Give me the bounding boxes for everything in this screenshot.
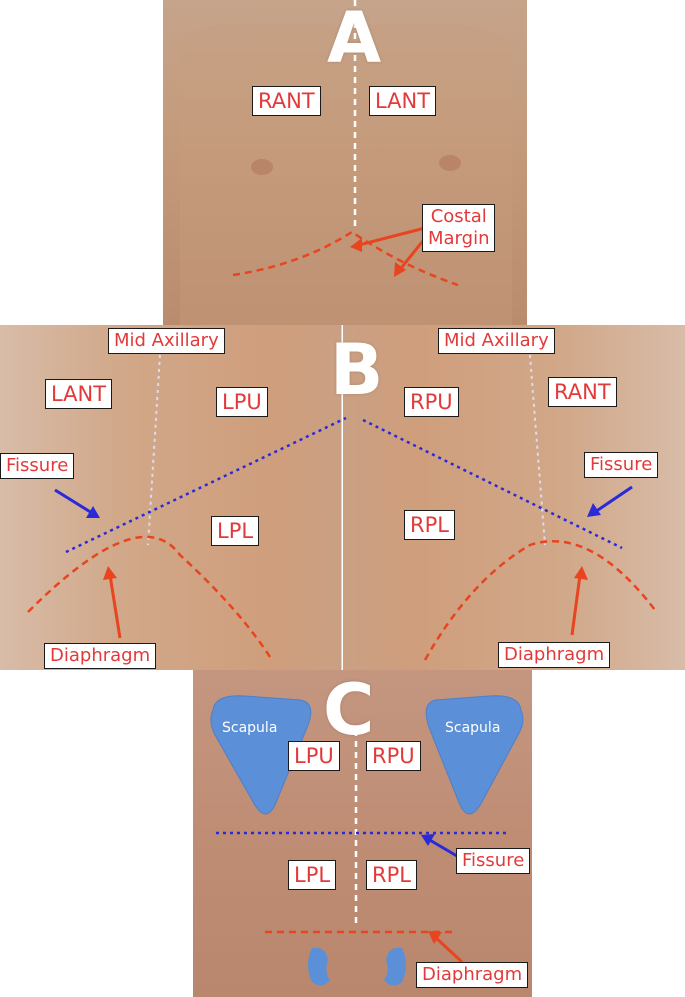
panel-letter-a: A: [327, 0, 382, 79]
label-lant-a: LANT: [369, 86, 437, 116]
label-fissure-c: Fissure: [456, 848, 531, 874]
label-lpu-b: LPU: [216, 387, 268, 417]
label-mid-axillary-right: Mid Axillary: [438, 328, 555, 354]
label-diaphragm-b-left: Diaphragm: [44, 643, 157, 669]
label-scapula-left: Scapula: [222, 720, 278, 736]
label-lpl-c: LPL: [288, 860, 337, 890]
label-rpu-b: RPU: [404, 387, 459, 417]
panel-b-right-lateral: [343, 325, 685, 670]
label-diaphragm-c: Diaphragm: [416, 962, 529, 988]
label-rpl-c: RPL: [366, 860, 417, 890]
label-lpl-b: LPL: [211, 516, 260, 546]
panel-b-left-lateral: [0, 325, 342, 670]
label-rpu-c: RPU: [366, 741, 421, 771]
costal-margin-line2: Margin: [428, 228, 490, 249]
costal-margin-line1: Costal: [430, 206, 487, 227]
label-fissure-b-left: Fissure: [0, 453, 75, 479]
label-fissure-b-right: Fissure: [584, 452, 659, 478]
label-scapula-right: Scapula: [445, 720, 501, 736]
label-rant-a: RANT: [252, 86, 321, 116]
label-rant-b: RANT: [548, 377, 617, 407]
label-diaphragm-b-right: Diaphragm: [498, 642, 611, 668]
label-mid-axillary-left: Mid Axillary: [108, 328, 225, 354]
panel-letter-b: B: [330, 329, 384, 411]
label-lpu-c: LPU: [288, 741, 340, 771]
label-rpl-b: RPL: [404, 510, 455, 540]
label-costal-margin: Costal Margin: [422, 204, 496, 252]
label-lant-b: LANT: [45, 379, 113, 409]
panel-letter-c: C: [323, 669, 375, 751]
